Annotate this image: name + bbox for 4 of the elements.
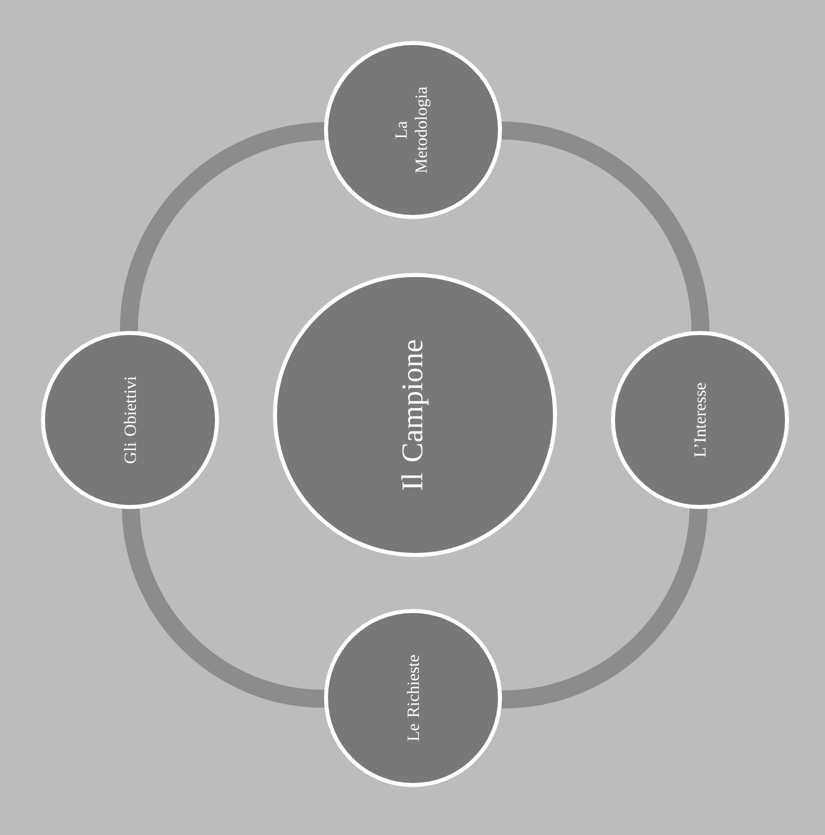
ring-arc: [120, 122, 327, 334]
ring-arc: [500, 121, 710, 334]
ring-arc: [500, 506, 708, 708]
ring-arc: [122, 506, 326, 708]
